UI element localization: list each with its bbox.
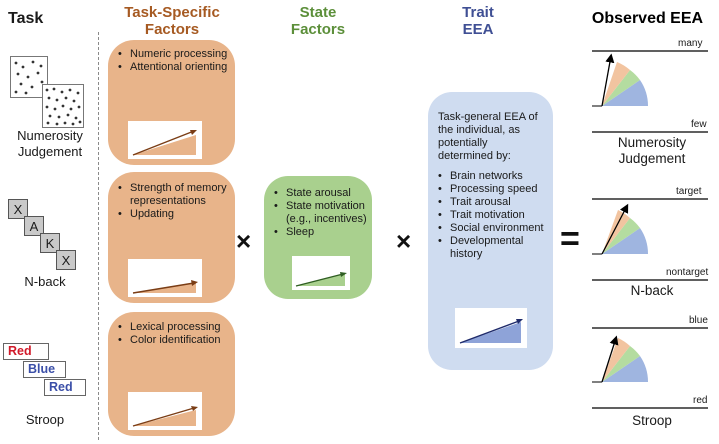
- task-specific-box-numerosity: Numeric processing Attentional orienting: [108, 40, 235, 165]
- numerosity-top-label: many: [678, 38, 703, 49]
- stroop-bottom-label: red: [693, 395, 708, 406]
- observed-label-stroop: Stroop: [632, 413, 672, 428]
- dot-pattern-back: [14, 60, 44, 95]
- nback-letter-card: K: [40, 233, 60, 253]
- observed-eea-fans: [592, 50, 708, 409]
- factor-item: Brain networks: [436, 170, 548, 183]
- header-trait-line1: Trait: [462, 4, 494, 21]
- task-specific-box-stroop: Lexical processing Color identification: [108, 312, 235, 436]
- equals-operator: =: [560, 220, 580, 258]
- multiply-operator-1: ×: [236, 226, 252, 256]
- observed-label-numerosity: Numerosity Judgement: [592, 135, 712, 167]
- stroop-word-card: Blue: [23, 361, 66, 378]
- eea-mini-chart: [292, 256, 350, 290]
- header-task-specific-line1: Task-Specific: [124, 4, 220, 21]
- header-state-line1: State: [299, 4, 337, 21]
- header-state-line2: Factors: [290, 21, 346, 38]
- numerosity-label-line2: Judgement: [17, 144, 83, 159]
- header-state-factors: State Factors: [263, 4, 373, 38]
- observed-numerosity-line1: Numerosity: [617, 135, 687, 150]
- nback-letter-card: X: [56, 250, 76, 270]
- eea-mini-chart: [455, 308, 527, 348]
- observed-label-nback: N-back: [630, 283, 674, 298]
- eea-mini-chart: [128, 392, 202, 430]
- nback-bottom-label: nontarget: [666, 267, 709, 278]
- factor-item: State arousal: [272, 187, 369, 200]
- numerosity-dot-card-back: [10, 56, 48, 98]
- numerosity-label-line1: Numerosity: [17, 128, 83, 143]
- factor-item: Processing speed: [436, 183, 548, 196]
- task-label-numerosity: Numerosity Judgement: [0, 128, 100, 160]
- header-task-specific-factors: Task-Specific Factors: [102, 4, 242, 38]
- dot-pattern-front: [45, 87, 82, 126]
- nback-top-label: target: [676, 186, 702, 197]
- state-factors-box: State arousal State motivation (e.g., in…: [264, 176, 372, 299]
- stroop-word-card: Red: [44, 379, 86, 396]
- numerosity-bottom-label: few: [691, 119, 707, 130]
- task-specific-box-nback: Strength of memory representations Updat…: [108, 172, 235, 303]
- eea-mini-chart: [128, 259, 202, 297]
- numerosity-dot-card-front: [42, 84, 84, 128]
- header-task: Task: [8, 10, 44, 27]
- multiply-operator-2: ×: [396, 226, 412, 256]
- factor-item: Social environment: [436, 222, 548, 235]
- nback-letter-card: X: [8, 199, 28, 219]
- factor-item: Sleep: [272, 226, 369, 239]
- header-task-specific-line2: Factors: [144, 21, 200, 38]
- header-trait-line2: EEA: [462, 21, 494, 38]
- factor-item: Numeric processing: [116, 48, 228, 61]
- task-divider-dashed-line: [98, 32, 99, 440]
- nback-eea-fan: [592, 198, 708, 281]
- numerosity-eea-fan: [592, 50, 708, 133]
- header-observed-eea: Observed EEA: [591, 10, 704, 27]
- factor-item: Color identification: [116, 334, 228, 347]
- factor-item: Developmental history: [436, 235, 548, 261]
- task-label-stroop: Stroop: [25, 412, 65, 427]
- trait-lead-text: Task-general EEA of the individual, as p…: [438, 111, 538, 162]
- factor-item: Attentional orienting: [116, 61, 228, 74]
- factor-item: Trait arousal: [436, 196, 548, 209]
- factor-item: Strength of memory representations: [116, 182, 231, 208]
- task-label-nback: N-back: [24, 274, 66, 289]
- nback-letter-card: A: [24, 216, 44, 236]
- factor-item: Trait motivation: [436, 209, 548, 222]
- header-trait-eea: Trait EEA: [428, 4, 528, 38]
- stroop-top-label: blue: [689, 315, 708, 326]
- factor-item: Updating: [116, 208, 231, 221]
- trait-eea-box: Task-general EEA of the individual, as p…: [428, 92, 553, 370]
- stroop-eea-fan: [592, 327, 708, 409]
- eea-mini-chart: [128, 121, 202, 159]
- observed-numerosity-line2: Judgement: [618, 151, 686, 166]
- factor-item: Lexical processing: [116, 321, 228, 334]
- factor-item: State motivation (e.g., incentives): [272, 200, 369, 226]
- stroop-word-card: Red: [3, 343, 49, 360]
